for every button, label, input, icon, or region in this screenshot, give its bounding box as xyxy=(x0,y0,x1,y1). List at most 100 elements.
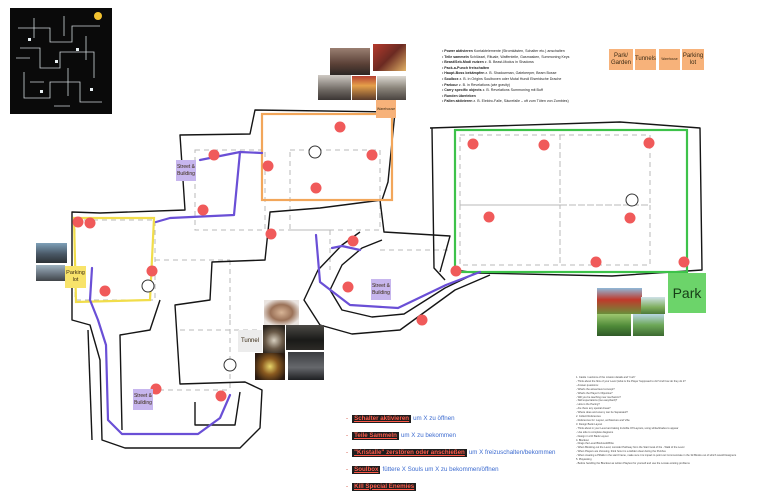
feature-note-text: z. B. Shadowman, Gatekeeper, Beam Bosse xyxy=(484,71,557,76)
bullet: • xyxy=(442,82,445,87)
bullet: • xyxy=(442,71,445,76)
process-note-line: - Before handling the Blockout as writte… xyxy=(576,461,690,465)
process-note-line: - Drags the Level Blockout/White xyxy=(576,442,614,446)
process-note-line: - Design in 2-D Bank Layout xyxy=(576,434,609,438)
process-note-line: 2. Collect References xyxy=(576,415,601,419)
feature-note-text: Kontaktelemente (Stromkästen, Schalter e… xyxy=(472,49,565,53)
tunnel-photo xyxy=(263,325,285,353)
feature-note-text: Schlüssel, Rituale, Waffenteile, Gasmask… xyxy=(468,54,570,59)
sticky-street-building-2: Street & Building xyxy=(371,279,391,300)
process-note-line: - When Players are choosing, think how i… xyxy=(576,450,666,454)
feature-note-text: z. B. Beast-Modus in Shadows xyxy=(483,60,534,65)
objective-dash: - xyxy=(346,465,349,473)
bullet: • xyxy=(442,93,445,98)
warehouse-photo xyxy=(377,76,406,100)
sticky-street-building-3: Street & Building xyxy=(133,389,153,410)
process-note-line: - Think about in your Level and taking I… xyxy=(576,426,679,430)
feature-note-item: • Power aktivieren Kontaktelemente (Stro… xyxy=(442,49,612,55)
objective-highlight: Teile Sammeln xyxy=(352,431,399,440)
objective-dash: - xyxy=(346,482,349,490)
process-note-line: 1. Castle / sections of the mission deta… xyxy=(576,376,636,379)
feature-note-item: • Carry specific objects z. B. Revelatio… xyxy=(442,88,612,94)
dashed-room-layout xyxy=(74,134,651,391)
sticky-parking-lot-map: Parking lot xyxy=(65,266,86,288)
process-note-line: - Think about the flow of your Level (wh… xyxy=(576,379,686,383)
minimap-image xyxy=(10,8,112,114)
feature-note-item: • Fallen aktivieren z. B. Elektro-Falle,… xyxy=(442,99,612,105)
feature-note-item: • Pack-a-Punch freischalten xyxy=(442,66,612,72)
feature-note-text: z. B. in Revelations (wie gravity) xyxy=(457,82,510,87)
process-note-line: - Answer questions: xyxy=(576,383,599,387)
warehouse-photo xyxy=(373,44,406,71)
minimap-lines xyxy=(16,12,102,107)
feature-note-title: Fallen aktivieren xyxy=(444,99,473,104)
sticky-park-garden: Park/ Garden xyxy=(609,49,633,70)
process-note-line: - How is the Pacing? xyxy=(576,403,600,407)
process-note-line: - What's the Player's Objective? xyxy=(576,391,613,395)
feature-note-item: • Beast/Seb-Modi nutzen z. B. Beast-Modu… xyxy=(442,60,612,66)
process-note-line: - Will you be teaching new mechanics? xyxy=(576,395,621,399)
tunnel-photo xyxy=(264,300,299,325)
outer-walls xyxy=(71,109,703,449)
green-zone xyxy=(453,128,689,274)
feature-note-item: • Teile sammeln Schlüssel, Rituale, Waff… xyxy=(442,55,612,61)
park-photo xyxy=(597,314,631,336)
objective-description: um X zu bekommen xyxy=(400,431,456,439)
process-note-line: - Are there any special Areas? xyxy=(576,407,611,411)
feature-note-title: Beast/Seb-Modi nutzen xyxy=(444,60,484,65)
feature-note-title: Runden überleben xyxy=(444,93,476,98)
bullet: • xyxy=(442,54,445,59)
sticky-tunnel: Tunnel xyxy=(238,330,262,352)
park-photo xyxy=(633,314,664,336)
objective-dash: - xyxy=(346,448,349,456)
feature-note-item: • Runden überleben xyxy=(442,94,612,100)
process-note-line: - References for: Layout, architecture a… xyxy=(576,418,630,422)
yellow-zone xyxy=(72,216,156,304)
objective-highlight: Kill Special Enemies xyxy=(352,482,417,491)
feature-notes: • Power aktivieren Kontaktelemente (Stro… xyxy=(442,49,612,105)
feature-note-title: Soulbox xyxy=(444,76,459,81)
feature-note-title: Parkour xyxy=(444,82,458,87)
purple-path xyxy=(88,150,482,436)
bullet: • xyxy=(442,88,445,93)
objective-highlight: Soulbox xyxy=(352,465,381,474)
feature-note-title: Carry specific objects xyxy=(444,88,482,93)
landmark-circle xyxy=(625,193,639,207)
bullet: • xyxy=(442,76,445,81)
parking-lot-photo xyxy=(36,265,65,281)
tunnel-photo xyxy=(288,352,324,380)
warehouse-photo xyxy=(330,48,370,75)
feature-note-text: z. B. Revelations Summoning mit Buff xyxy=(481,88,543,93)
red-markers xyxy=(72,121,690,402)
tunnel-photo xyxy=(255,353,285,380)
park-photo xyxy=(641,297,665,314)
parking-lot-photo xyxy=(36,243,67,263)
process-note-line: - Where does and enemy can be Separated? xyxy=(576,411,628,415)
landmark-circle xyxy=(223,358,237,372)
bullet: • xyxy=(442,99,445,104)
objective-dash: - xyxy=(346,414,349,422)
bullet: • xyxy=(442,60,445,65)
process-note-line: - When creating a Pitfalls in the start … xyxy=(576,454,737,458)
feature-note-item: • Haupt-Boss bekämpfen z. B. Shadowman, … xyxy=(442,71,612,77)
feature-note-text: z. B. Elektro-Falle, Säurefalle – oft zu… xyxy=(472,99,569,104)
process-note-line: 4. Blockout xyxy=(576,438,589,442)
feature-note-title: Pack-a-Punch freischalten xyxy=(444,65,490,70)
bullet: • xyxy=(442,49,445,53)
park-photo xyxy=(597,288,642,314)
sticky-tunnels: Tunnels xyxy=(635,49,656,70)
sticky-park: Park xyxy=(668,273,706,313)
landmark-circle xyxy=(141,279,155,293)
warehouse-photo xyxy=(318,75,351,100)
objective-highlight: "Kristalle" zerstören oder anschießen xyxy=(352,448,467,457)
process-notes: 1. Castle / sections of the mission deta… xyxy=(576,376,756,466)
process-note-line: 3. Design Bank Layout xyxy=(576,422,603,426)
sticky-parking-lot-top: Parking lot xyxy=(682,49,704,70)
bullet: • xyxy=(442,65,445,70)
feature-note-title: Teile sammeln xyxy=(444,54,469,59)
feature-note-title: Power aktivieren xyxy=(444,49,473,53)
